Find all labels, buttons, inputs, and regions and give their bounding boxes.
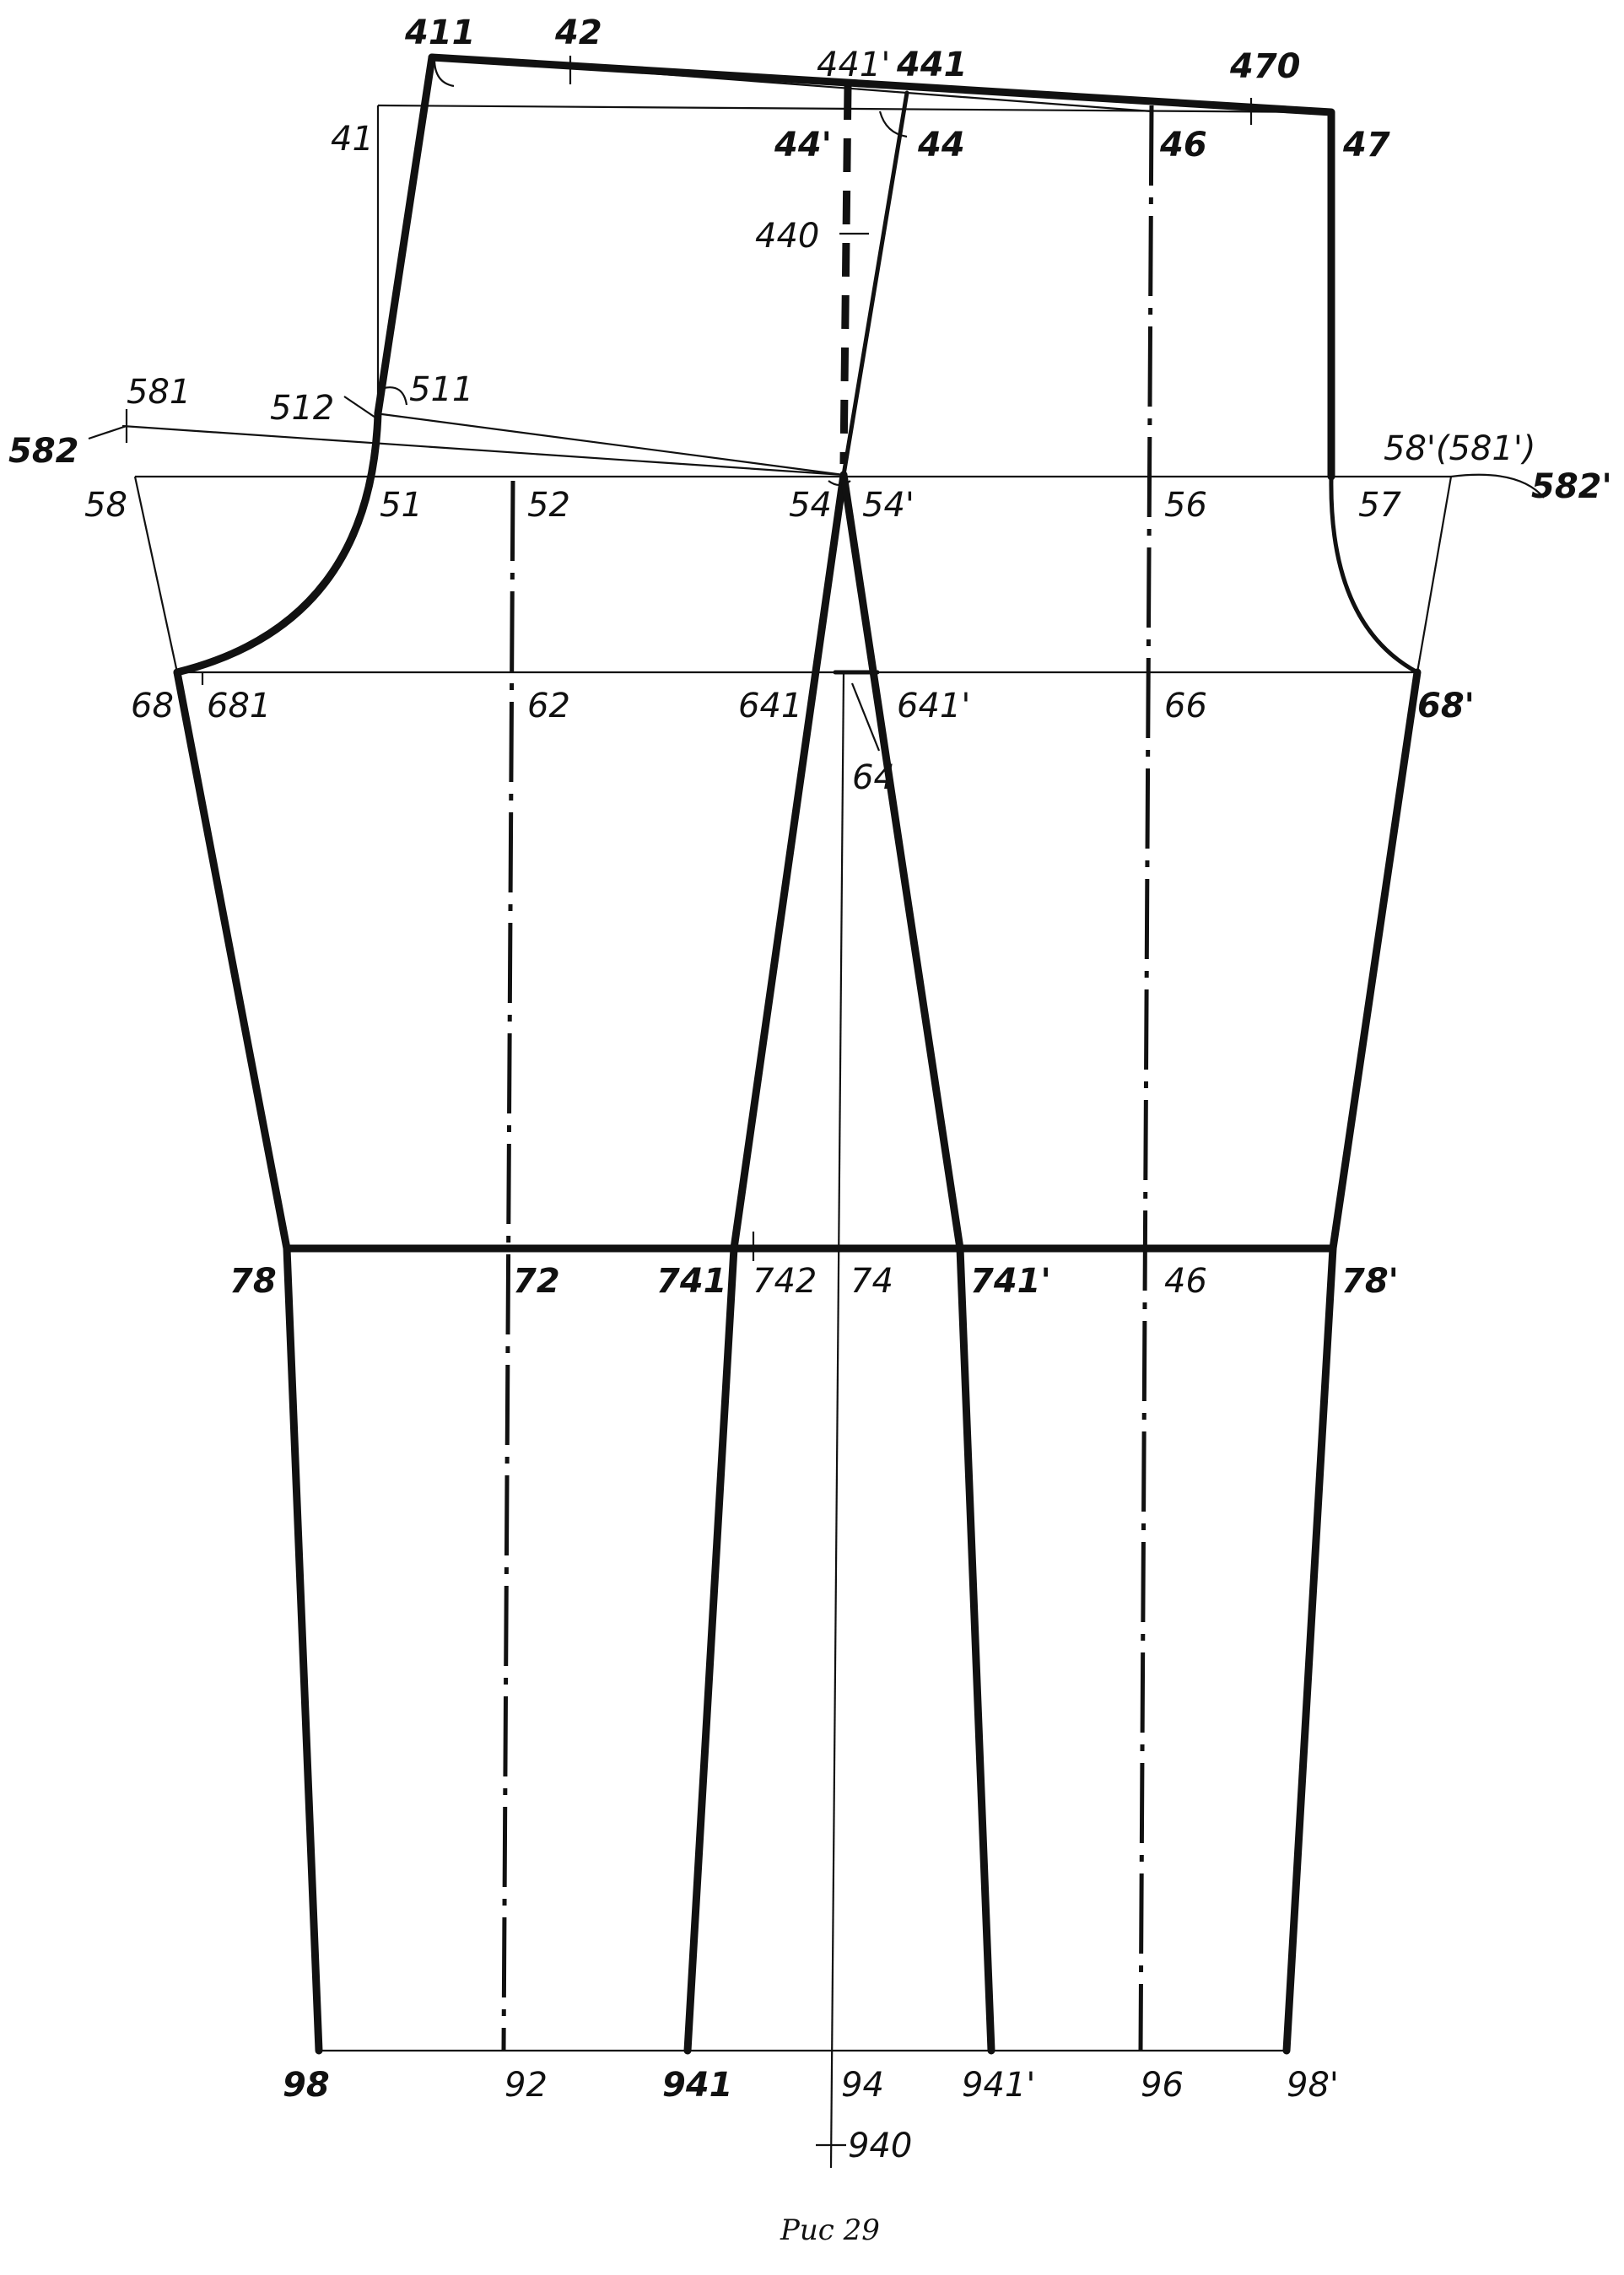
grain-lines [501, 85, 1154, 2051]
label-741p: 741' [970, 1262, 1051, 1301]
label-581: 581 [127, 373, 191, 412]
arc-44 [878, 111, 908, 138]
label-641p: 641' [897, 687, 970, 725]
label-62: 62 [527, 687, 570, 725]
label-96: 96 [1141, 2066, 1184, 2105]
arc-411 [433, 58, 455, 88]
label-64: 64 [852, 758, 895, 797]
leader-582p [1450, 473, 1545, 499]
construction-lines [88, 56, 1545, 2169]
line-58p-68p [1416, 476, 1453, 673]
figure-caption: Рис 29 [780, 2213, 880, 2247]
label-940: 940 [848, 2127, 912, 2165]
label-941: 941 [662, 2066, 733, 2105]
pattern-outline [173, 53, 1422, 2055]
label-742: 742 [753, 1262, 817, 1301]
label-42: 42 [554, 13, 602, 52]
grain-line-46-96 [1138, 105, 1154, 2051]
label-41: 41 [331, 120, 374, 159]
label-411: 411 [404, 13, 476, 52]
label-66: 66 [1164, 687, 1207, 725]
label-512: 512 [270, 389, 334, 428]
outline-waist-side [428, 53, 1335, 481]
leader-512 [343, 396, 376, 418]
leader-582 [88, 424, 127, 440]
grain-line-52-92 [501, 480, 515, 2051]
leader-64 [850, 682, 881, 752]
outline-dart-441 [841, 90, 909, 477]
label-441p: 441' [817, 46, 890, 84]
label-47: 47 [1342, 126, 1390, 164]
label-46-mid: 46 [1164, 1262, 1207, 1301]
outline-left-leg [173, 668, 323, 2055]
outline-front-side [374, 53, 436, 418]
label-741: 741 [656, 1262, 727, 1301]
label-58p581p: 58'(581') [1384, 429, 1535, 468]
label-98p: 98' [1287, 2066, 1339, 2105]
label-68: 68 [131, 687, 174, 725]
label-78: 78 [229, 1262, 277, 1301]
label-57: 57 [1358, 486, 1401, 525]
label-511: 511 [409, 370, 473, 409]
label-941p: 941' [962, 2066, 1035, 2105]
outline-back-crotch-curve [1329, 474, 1420, 675]
label-94: 94 [841, 2066, 884, 2105]
grain-line-441p-54 [839, 85, 852, 465]
outline-front-crotch-curve [173, 409, 382, 677]
label-78p: 78' [1341, 1262, 1399, 1301]
outline-right-leg [1282, 668, 1422, 2055]
label-51: 51 [380, 486, 423, 525]
line-582-54 [121, 424, 844, 477]
label-440: 440 [755, 217, 819, 256]
label-68p: 68' [1417, 687, 1475, 725]
label-582p: 582' [1531, 467, 1612, 506]
label-44p: 44' [774, 126, 832, 164]
label-441: 441 [896, 46, 968, 84]
label-44: 44 [917, 126, 965, 164]
label-641: 641 [738, 687, 802, 725]
label-52: 52 [527, 486, 570, 525]
label-56: 56 [1164, 486, 1207, 525]
label-681: 681 [207, 687, 271, 725]
label-54p: 54' [862, 486, 915, 525]
label-98: 98 [283, 2066, 330, 2105]
label-470: 470 [1229, 47, 1301, 86]
label-92: 92 [504, 2066, 548, 2105]
arc-511 [383, 386, 408, 406]
label-72: 72 [513, 1262, 560, 1301]
line-512-54 [375, 412, 844, 477]
line-41-47 [377, 104, 1332, 114]
line-58-68 [133, 476, 179, 673]
label-46-top: 46 [1159, 126, 1207, 164]
label-58: 58 [84, 486, 127, 525]
label-54: 54 [789, 486, 832, 525]
label-74: 74 [850, 1262, 893, 1301]
label-582: 582 [8, 432, 79, 471]
line-center-940 [829, 670, 845, 2169]
point-labels: 411 42 441' 441 470 41 44' 44 46 47 440 … [8, 13, 1612, 2165]
